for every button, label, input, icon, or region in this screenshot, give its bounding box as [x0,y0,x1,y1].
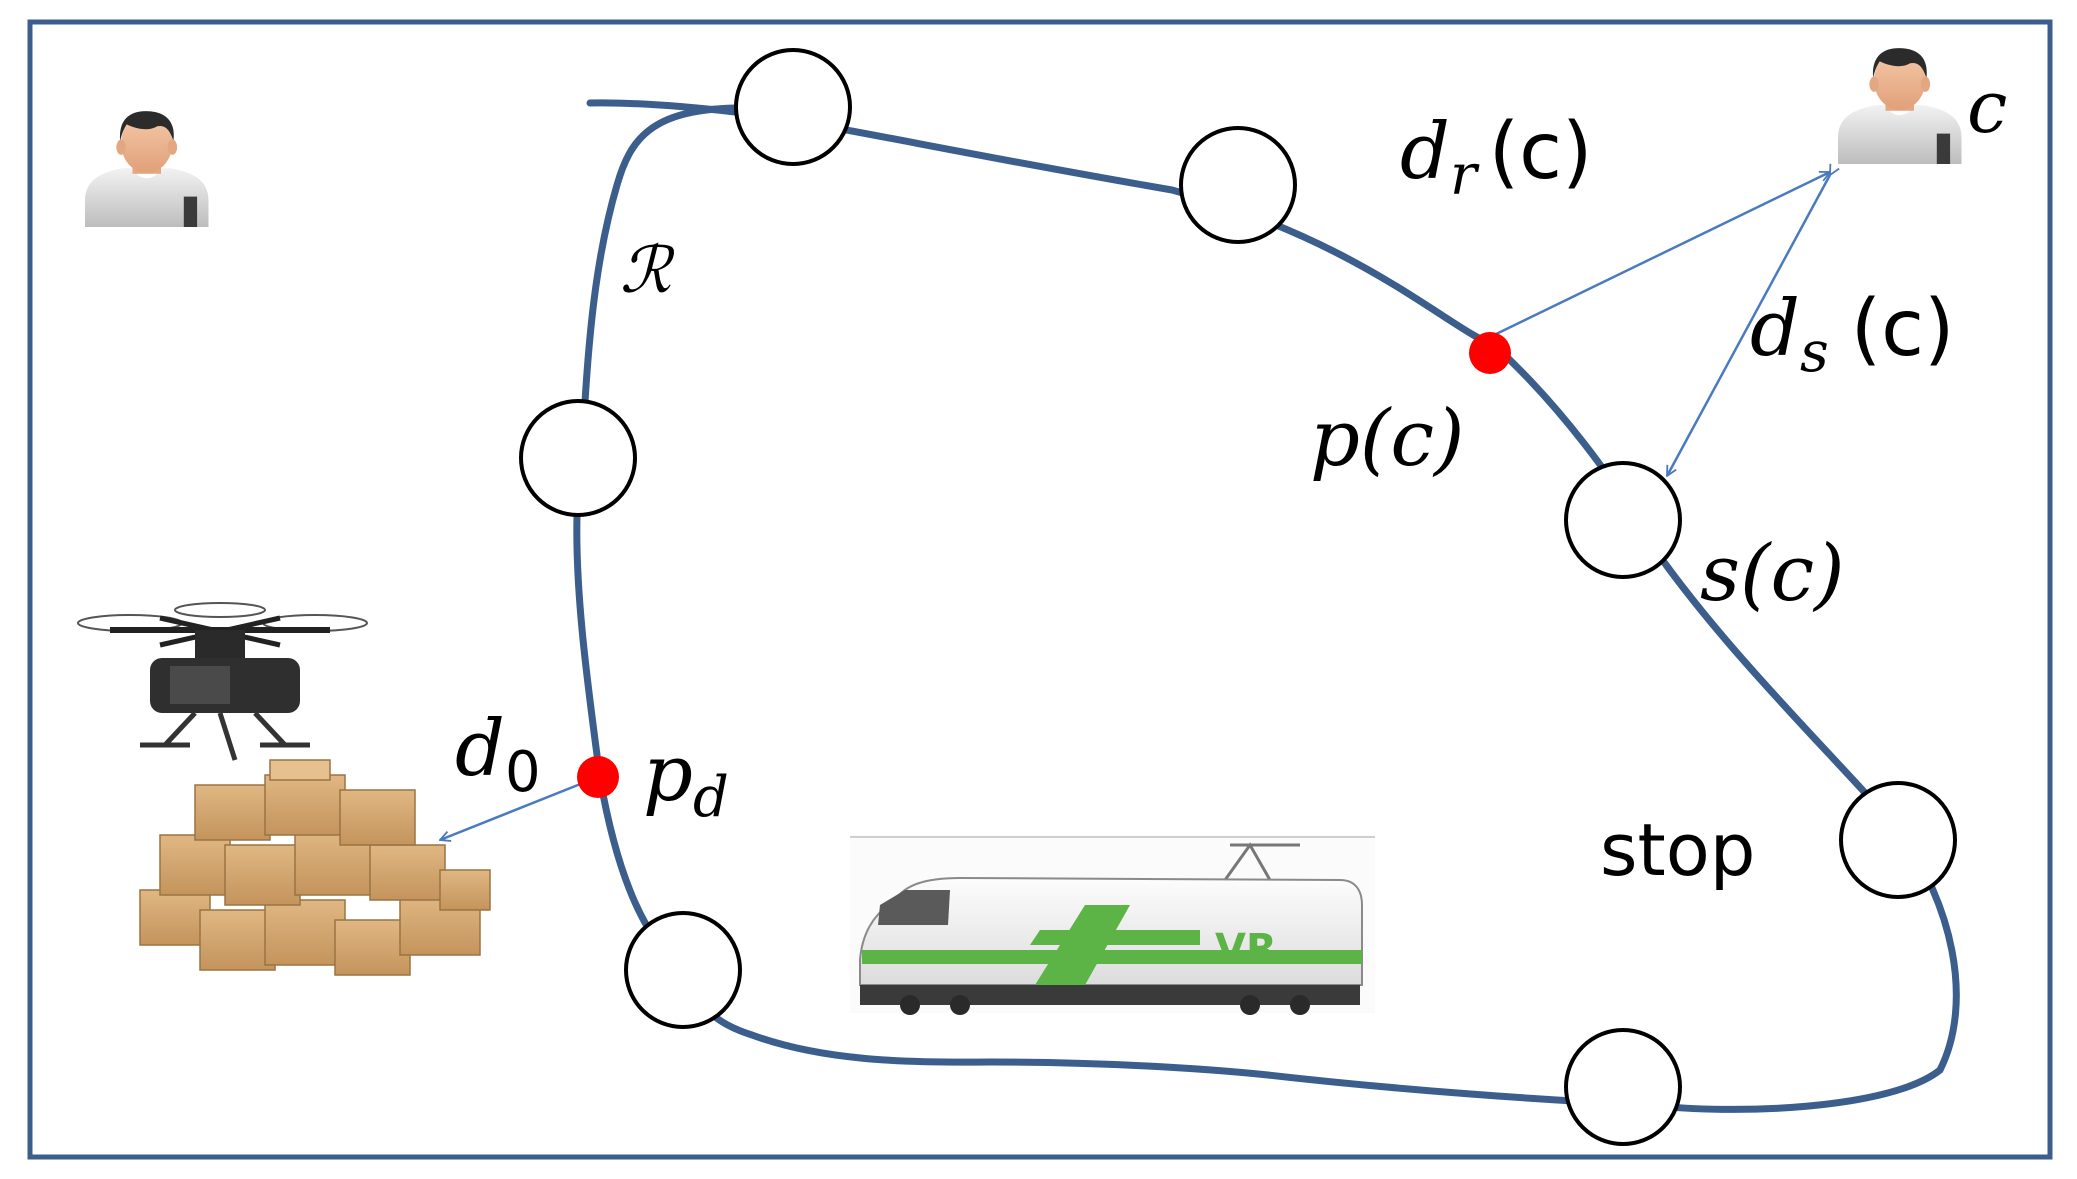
station-circle [1564,1028,1682,1146]
frame [27,19,2053,1160]
station-circle [1564,461,1682,579]
label-dr: dr(c) [1400,107,1592,208]
person-icon [1838,48,1962,164]
train-icon: VR [850,835,1375,1015]
arrow-d0 [440,777,598,840]
point-p-c [1469,332,1511,374]
station-circle [624,911,742,1029]
label-stop: stop [1600,808,1756,892]
label-p-d: pd [643,729,729,830]
station-circle [1179,126,1297,244]
point-p-d [577,756,619,798]
label-c: c [1967,65,2007,149]
drone-icon [77,602,368,761]
label-ds: ds(c) [1750,284,1954,385]
station-circle [734,48,852,166]
route-curve [573,99,1960,1113]
label-route: ℛ [620,234,675,308]
arrow-ds [1665,175,1830,476]
person-icon [85,111,209,227]
station-circle [519,399,637,517]
parcels-icon [139,759,491,976]
label-p-c: p(c) [1310,394,1464,484]
station-circle [1839,781,1957,899]
train-logo: VR [1215,926,1277,972]
label-d0: d0 [455,704,541,805]
label-s-c: s(c) [1700,529,1845,619]
